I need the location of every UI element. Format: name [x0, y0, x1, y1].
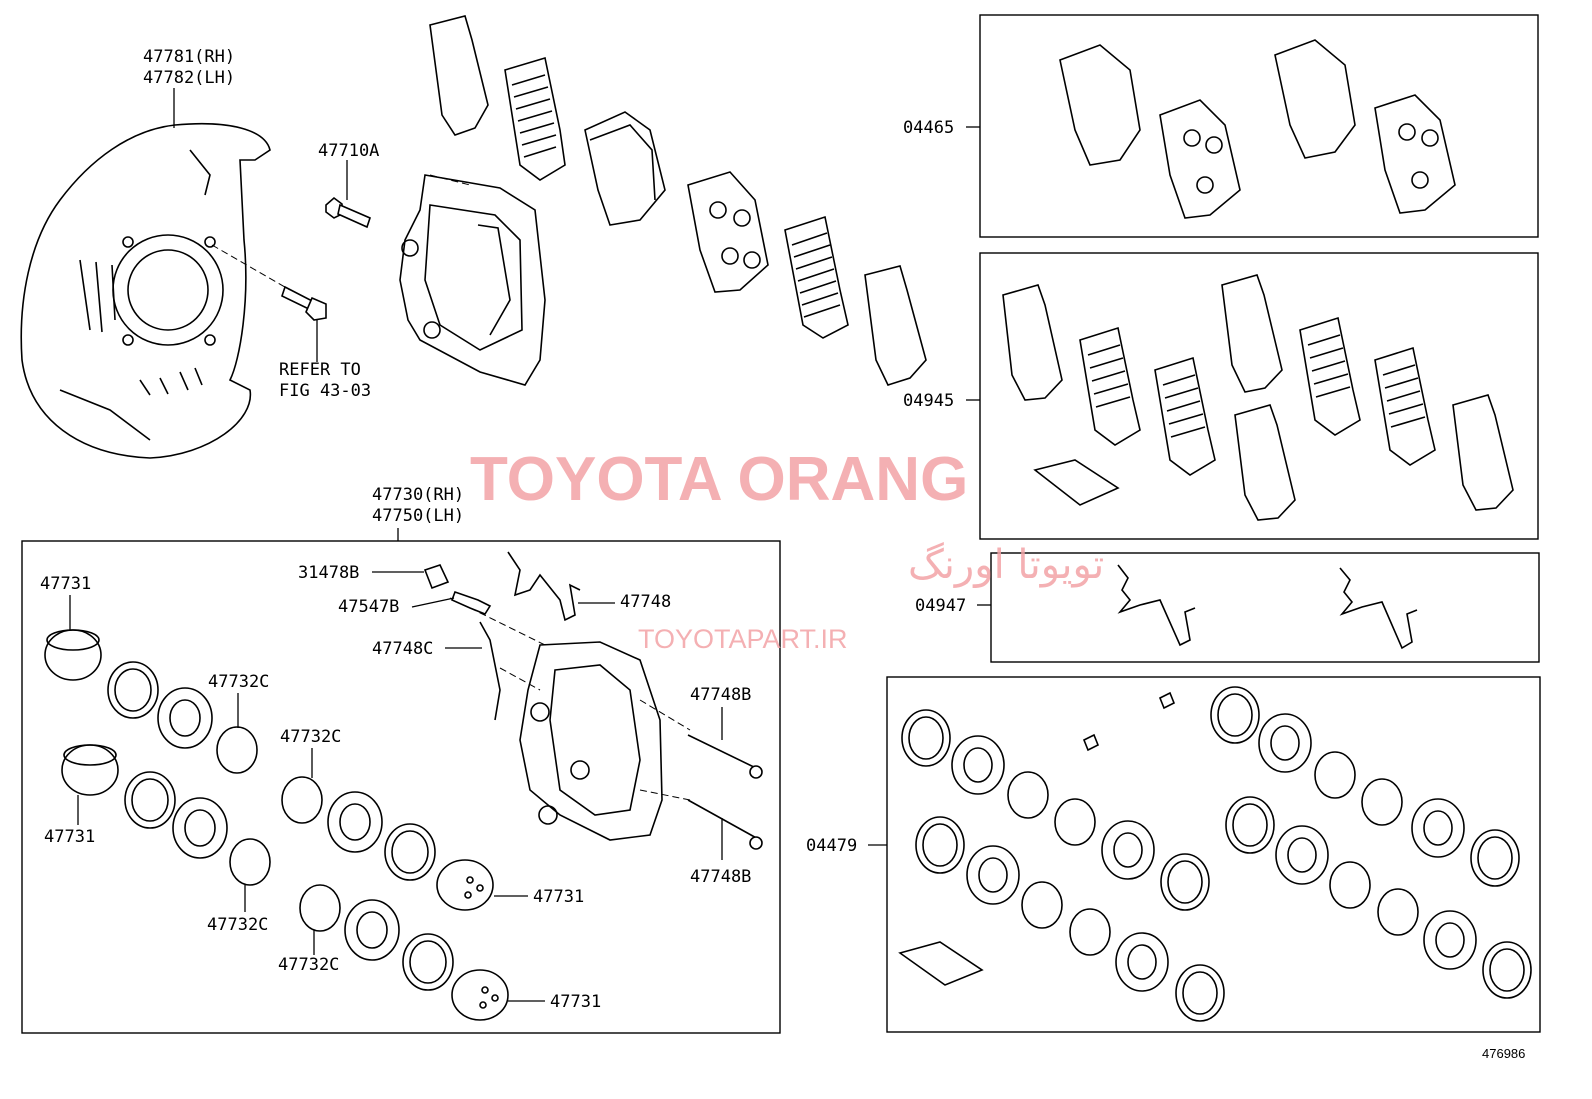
watermark-site: TOYOTAPART.IR [638, 624, 848, 654]
caliper-bolt [325, 160, 371, 229]
seal-kit-box [886, 676, 1541, 1033]
label-spring-clip-c: 47748C [372, 639, 433, 659]
figure-number: 476986 [1482, 1046, 1525, 1061]
pistons-seals [44, 629, 509, 1021]
pad-kit-box [979, 14, 1539, 238]
watermark-persian: تویوتا اورنگ [908, 542, 1104, 588]
shim-kit-contents [1002, 274, 1514, 521]
label-shield-lh: 47782(LH) [143, 68, 235, 88]
piston [436, 859, 494, 911]
caliper-small-parts [423, 551, 763, 850]
label-refer-1: REFER TO [279, 360, 361, 380]
label-seal-c: 47732C [207, 915, 268, 935]
label-seal-d: 47732C [278, 955, 339, 975]
pad-kit-contents [1059, 39, 1456, 219]
label-shield-rh: 47781(RH) [143, 47, 235, 67]
shield-bolt [211, 244, 327, 362]
label-kit-pad: 04465 [903, 118, 954, 138]
watermark-brand: TOYOTA ORANG [470, 445, 968, 514]
label-piston-tl: 47731 [40, 574, 91, 594]
label-spring-clip: 47748 [620, 592, 671, 612]
spring-kit-box [990, 552, 1540, 663]
label-kit-spring: 04947 [915, 596, 966, 616]
piston [451, 969, 509, 1021]
seal-kit-contents [898, 686, 1532, 1022]
piston [44, 629, 102, 681]
label-plug: 47547B [338, 597, 399, 617]
caliper-top [399, 174, 546, 386]
dust-cover-shield [20, 122, 271, 459]
label-caliper-lh: 47750(LH) [372, 506, 464, 526]
label-piston-ml: 47731 [44, 827, 95, 847]
label-pin-top: 47748B [690, 685, 751, 705]
label-pin-bottom: 47748B [690, 867, 751, 887]
label-refer-2: FIG 43-03 [279, 381, 371, 401]
leader-lines [69, 88, 991, 1002]
caliper-assembly-box [21, 540, 781, 1034]
shim-kit-box [979, 252, 1539, 540]
caliper-lower [449, 597, 691, 841]
label-piston-c1: 47731 [533, 887, 584, 907]
piston [61, 744, 119, 796]
label-seal-a: 47732C [208, 672, 269, 692]
label-bolt: 47710A [318, 141, 379, 161]
label-cap: 31478B [298, 563, 359, 583]
label-kit-seal: 04479 [806, 836, 857, 856]
label-kit-shim: 04945 [903, 391, 954, 411]
label-seal-b: 47732C [280, 727, 341, 747]
pad-sequence [429, 15, 927, 386]
spring-kit-contents [1117, 564, 1418, 650]
label-piston-c2: 47731 [550, 992, 601, 1012]
label-caliper-rh: 47730(RH) [372, 485, 464, 505]
